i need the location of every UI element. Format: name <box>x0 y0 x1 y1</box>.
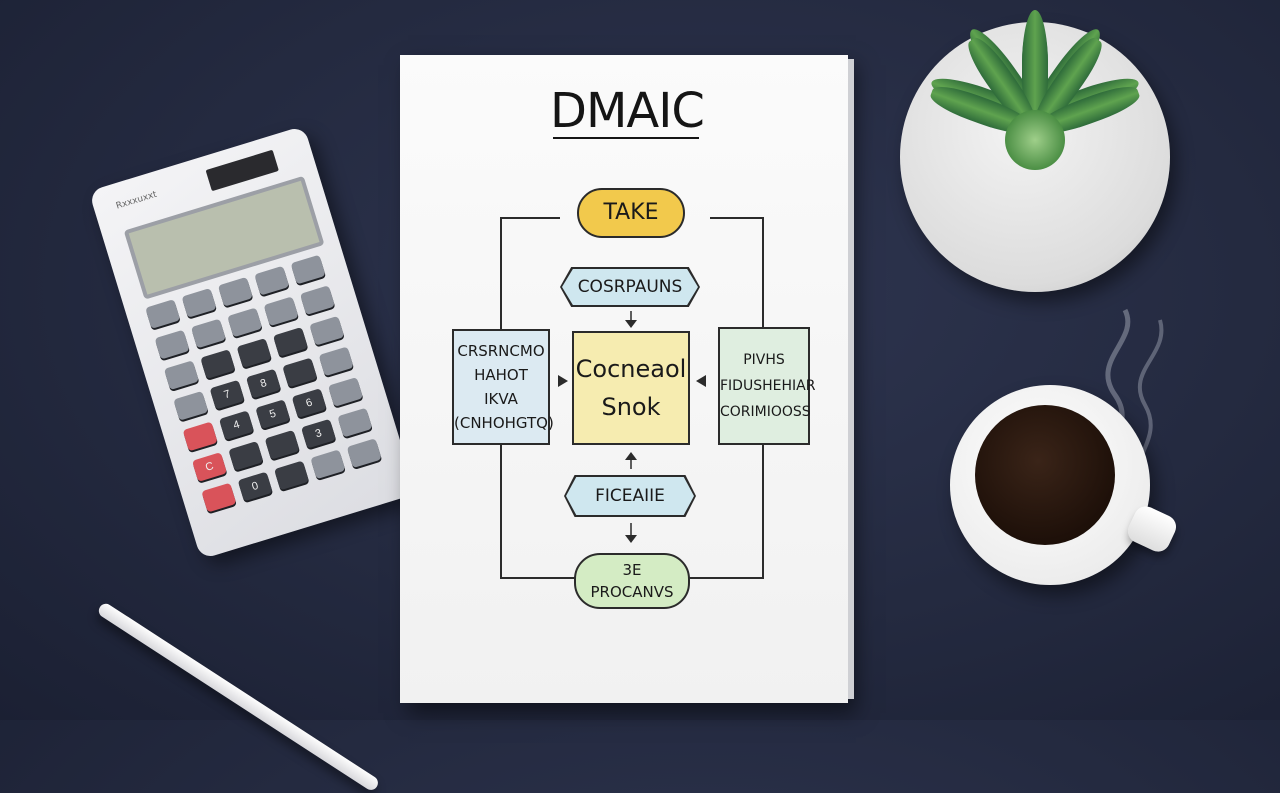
calculator-key <box>263 296 299 327</box>
calculator-key <box>254 265 290 296</box>
calculator-key <box>154 329 190 360</box>
calculator-key <box>201 482 237 513</box>
top-pill-label: TAKE <box>603 200 659 225</box>
calculator-key <box>190 318 227 349</box>
top-hex-node: COSRPAUNS <box>560 267 700 307</box>
calculator-key <box>273 460 310 491</box>
title-underline <box>553 137 699 139</box>
arrow-right-icon <box>558 375 568 387</box>
calculator-key: 6 <box>291 388 327 418</box>
right-box-line: PIVHS <box>743 352 785 368</box>
calculator-key <box>337 407 373 438</box>
coffee-surface <box>975 405 1115 545</box>
calculator-key <box>346 438 382 469</box>
left-box-line: (CNHOHGTQ) <box>454 414 554 432</box>
bottom-hex-label: FICEAIIE <box>566 477 694 515</box>
calculator-key <box>318 346 354 377</box>
calculator-key <box>173 390 209 421</box>
notebook-icon: DMAIC TAKE COSRPAUNS CRSRNCMO HAHOT IKVA… <box>400 55 854 703</box>
left-box-line: IKVA <box>484 390 518 408</box>
calculator-key: 5 <box>255 399 291 430</box>
page-title: DMAIC <box>550 83 705 139</box>
center-box-line: Cocneaol <box>575 355 687 383</box>
bottom-hex-node: FICEAIIE <box>564 475 696 517</box>
calculator-key <box>217 276 253 307</box>
arrow-down-icon <box>625 523 637 543</box>
calculator-key: 8 <box>245 368 282 399</box>
bottom-pill-line: 3E <box>622 561 642 579</box>
left-box-line: CRSRNCMO <box>457 342 545 360</box>
calculator-key <box>182 421 218 452</box>
calculator-key: 0 <box>237 471 273 502</box>
left-box-line: HAHOT <box>474 366 528 384</box>
flow-line <box>500 577 578 579</box>
calculator-brand: Rxxxuxxt <box>114 189 159 212</box>
calculator-key <box>299 285 336 316</box>
flow-line <box>710 217 764 219</box>
calculator-key <box>290 254 326 285</box>
calculator-key <box>145 299 181 329</box>
top-hex-label: COSRPAUNS <box>562 269 698 305</box>
calculator-key <box>236 338 272 368</box>
calculator-key <box>282 357 318 388</box>
pencil-icon <box>96 601 381 793</box>
left-box-node: CRSRNCMO HAHOT IKVA (CNHOHGTQ) <box>452 329 554 445</box>
arrow-down-icon <box>625 311 637 328</box>
calculator-key <box>327 377 364 407</box>
notebook-spine <box>848 59 854 699</box>
calculator-key <box>310 449 346 480</box>
calculator-keypad: 7 8 4 5 6 C 3 0 <box>145 253 387 513</box>
calculator-key: 7 <box>209 379 245 410</box>
right-box-line: FIDUSHEHIAR <box>720 378 816 394</box>
right-box-node: PIVHS FIDUSHEHIAR CORIMIOOSS <box>718 327 816 445</box>
calculator-key: 4 <box>218 410 255 441</box>
arrow-up-icon <box>625 452 637 469</box>
bottom-pill-line: PROCANVS <box>590 583 674 601</box>
center-box-node: Cocneaol Snok <box>572 331 690 445</box>
top-pill-node: TAKE <box>577 188 685 238</box>
bottom-pill-node: 3E PROCANVS <box>574 553 690 609</box>
calculator-key <box>163 360 200 391</box>
center-box-line: Snok <box>601 393 661 421</box>
flow-line <box>500 217 560 219</box>
calculator-key <box>200 349 236 379</box>
calculator-solar-panel <box>205 149 279 192</box>
calculator-key <box>181 287 217 318</box>
calculator-icon: Rxxxuxxt 7 8 4 5 6 <box>88 125 417 560</box>
calculator-key <box>309 315 345 346</box>
calculator-key <box>228 440 264 471</box>
desk-scene: Rxxxuxxt 7 8 4 5 6 <box>88 10 1180 793</box>
calculator-key <box>272 326 309 357</box>
arrow-left-icon <box>696 375 706 387</box>
right-box-line: CORIMIOOSS <box>720 404 811 420</box>
calculator-key: 3 <box>300 418 337 449</box>
succulent-center <box>1005 110 1065 170</box>
calculator-key <box>227 307 263 338</box>
calculator-key: C <box>191 452 228 482</box>
flow-line <box>688 577 764 579</box>
calculator-key <box>264 429 300 460</box>
